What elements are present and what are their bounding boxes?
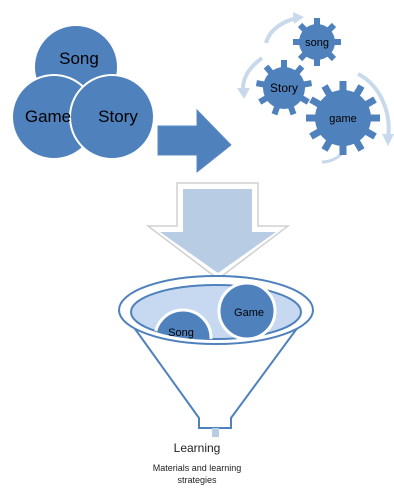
venn-circle-story (69, 74, 155, 160)
funnel: Game Song (118, 275, 314, 437)
cycle-arrow-left (240, 56, 264, 93)
cycle-arrow-right-head (382, 134, 394, 146)
venn-label-song: Song (59, 49, 99, 68)
right-arrow (157, 108, 232, 174)
funnel-circle-game: Game (217, 281, 277, 341)
gear-label-game: game (329, 113, 357, 125)
gear-label-song: song (305, 37, 329, 49)
venn-group: Song Game Story (11, 24, 155, 160)
subtitle-line2: strategies (177, 475, 217, 485)
output-label: Learning (173, 441, 221, 455)
gears-group: song Story (237, 12, 394, 164)
venn-label-game: Game (25, 107, 71, 126)
gear-game: game (306, 81, 380, 155)
cycle-arrow-right (357, 72, 391, 139)
funnel-label-game: Game (234, 307, 264, 319)
funnel-spout (212, 428, 219, 437)
gear-story: Story (255, 60, 313, 116)
down-arrow (145, 182, 291, 280)
gear-song: song (293, 18, 341, 66)
subtitle-line1: Materials and learning (152, 463, 242, 473)
cycle-arrow-top-head (293, 12, 304, 24)
gear-label-story: Story (270, 81, 298, 95)
cycle-arrow-left-head (237, 88, 250, 99)
funnel-label-song: Song (168, 327, 194, 339)
funnel-circle-song: Song (153, 308, 213, 339)
venn-label-story: Story (98, 107, 138, 126)
